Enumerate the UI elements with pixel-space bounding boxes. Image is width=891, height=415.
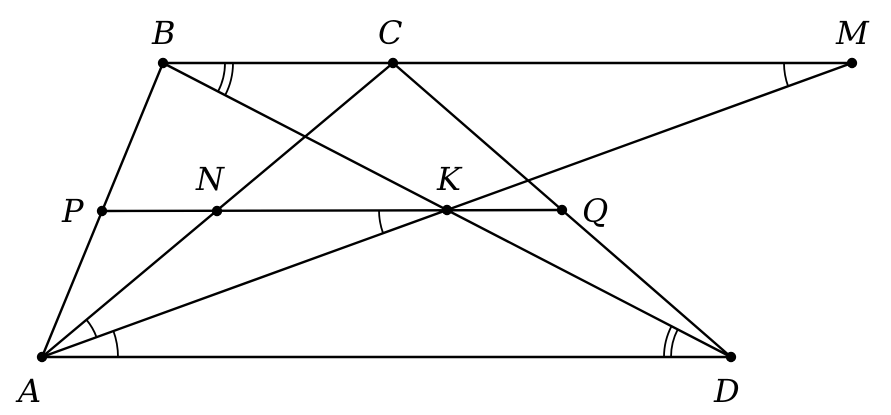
angle-mark-K-3-0 — [378, 210, 384, 234]
point-M — [846, 57, 858, 69]
angle-mark-D-1-0 — [670, 329, 679, 358]
angle-mark-B-0-1 — [224, 62, 234, 96]
point-N — [211, 205, 223, 217]
point-B — [157, 57, 169, 69]
segment-PQ — [100, 208, 564, 213]
angle-mark-M-2-0 — [783, 62, 789, 87]
point-C — [387, 57, 399, 69]
point-K — [441, 204, 453, 216]
point-D — [725, 351, 737, 363]
angle-mark-A-5-0 — [112, 330, 119, 358]
angle-mark-B-0-0 — [217, 62, 226, 92]
point-Q — [556, 204, 568, 216]
angle-mark-A-4-0 — [85, 319, 98, 338]
label-P: P — [61, 192, 84, 230]
label-K: K — [436, 160, 463, 198]
label-D: D — [713, 372, 740, 410]
label-N: N — [195, 160, 225, 198]
label-B: B — [151, 14, 176, 52]
points-group — [36, 57, 858, 363]
point-A — [36, 351, 48, 363]
angle-marks-group — [85, 62, 789, 358]
label-A: A — [15, 372, 41, 410]
label-Q: Q — [582, 192, 608, 230]
label-M: M — [835, 14, 870, 52]
label-C: C — [378, 14, 402, 52]
angle-mark-D-1-1 — [663, 325, 673, 358]
point-P — [96, 205, 108, 217]
